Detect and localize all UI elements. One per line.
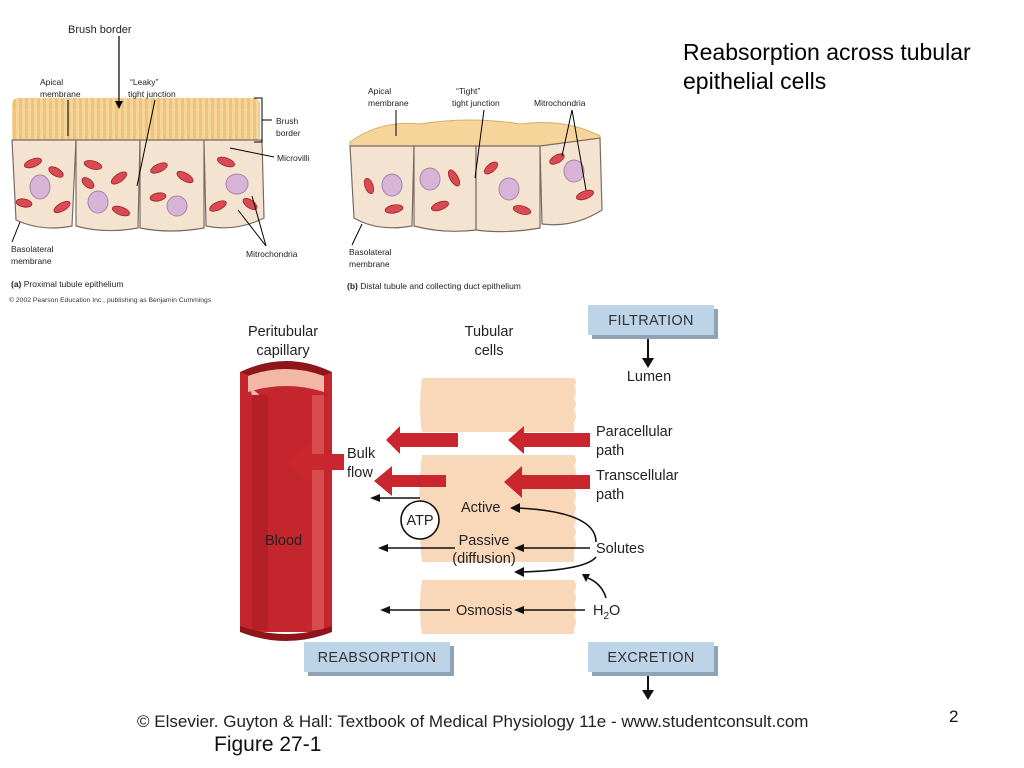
reabsorption-box (304, 642, 454, 676)
bulk-flow-label-1: Bulk (347, 446, 376, 462)
brush-border-top-label: Brush border (68, 24, 132, 36)
blood-label: Blood (265, 533, 302, 549)
distal-tubule-illustration (349, 119, 603, 233)
transcellular-label-1: Transcellular (596, 468, 679, 484)
excretion-box (588, 642, 718, 676)
peritubular-label-1: Peritubular (248, 324, 318, 340)
basolateral-b-label-2: membrane (349, 259, 390, 269)
lumen-label: Lumen (627, 369, 671, 385)
bulk-flow-label-2: flow (347, 465, 373, 481)
tight-junction-label-1: “Tight” (456, 86, 480, 96)
epithelium-illustration: Brush border Apical membrane “Leaky” tig… (9, 24, 603, 304)
page-number: 2 (949, 707, 959, 726)
figure-label: Figure 27-1 (214, 733, 322, 756)
passive-label-2: (diffusion) (452, 551, 515, 567)
tight-junction-label-2: tight junction (452, 98, 500, 108)
filtration-box (588, 305, 718, 339)
brush-border-side-label-2: border (276, 128, 301, 138)
atp-label: ATP (406, 513, 433, 529)
apical-membrane-b-label-1: Apical (368, 86, 391, 96)
transcellular-label-2: path (596, 487, 624, 503)
mitochondria-a-label: Mitrochondria (246, 249, 298, 259)
filtration-label: FILTRATION (608, 313, 693, 329)
tubular-cells-label-2: cells (474, 343, 503, 359)
excretion-label: EXCRETION (607, 650, 694, 666)
pearson-credit: © 2002 Pearson Education Inc., publishin… (9, 296, 212, 304)
brush-border-side-label-1: Brush (276, 116, 298, 126)
bulk-flow-arrows (286, 426, 590, 498)
paracellular-label-2: path (596, 443, 624, 459)
reabsorption-schematic: ATP FILTRATION REABSORPTION EXCRETION Pe… (240, 305, 718, 700)
copyright-footer: © Elsevier. Guyton & Hall: Textbook of M… (137, 712, 809, 731)
microvilli-label: Microvilli (277, 153, 310, 163)
proximal-tubule-illustration (11, 98, 265, 232)
active-label: Active (461, 500, 501, 516)
apical-membrane-a-label-2: membrane (40, 89, 81, 99)
peritubular-capillary (240, 361, 332, 641)
solutes-label: Solutes (596, 541, 644, 557)
basolateral-a-label-1: Basolateral (11, 244, 54, 254)
atp-circle (400, 500, 440, 540)
reabsorption-label: REABSORPTION (318, 650, 437, 666)
passive-label-1: Passive (459, 533, 510, 549)
transport-arrows (380, 497, 607, 611)
caption-a: (a) Proximal tubule epithelium (11, 279, 123, 289)
apical-membrane-b-label-2: membrane (368, 98, 409, 108)
paracellular-label-1: Paracellular (596, 424, 673, 440)
water-label: H2O (593, 603, 620, 622)
leaky-junction-label-2: tight junction (128, 89, 176, 99)
mitochondria-b-label: Mitrochondria (534, 98, 586, 108)
leaky-junction-label-1: “Leaky” (130, 77, 159, 87)
peritubular-label-2: capillary (256, 343, 310, 359)
tubular-cells-label-1: Tubular (465, 324, 514, 340)
basolateral-a-label-2: membrane (11, 256, 52, 266)
basolateral-b-label-1: Basolateral (349, 247, 392, 257)
apical-membrane-a-label-1: Apical (40, 77, 63, 87)
caption-b: (b) Distal tubule and collecting duct ep… (347, 281, 521, 291)
osmosis-label: Osmosis (456, 603, 512, 619)
slide-title: Reabsorption across tubular epithelial c… (683, 39, 971, 94)
